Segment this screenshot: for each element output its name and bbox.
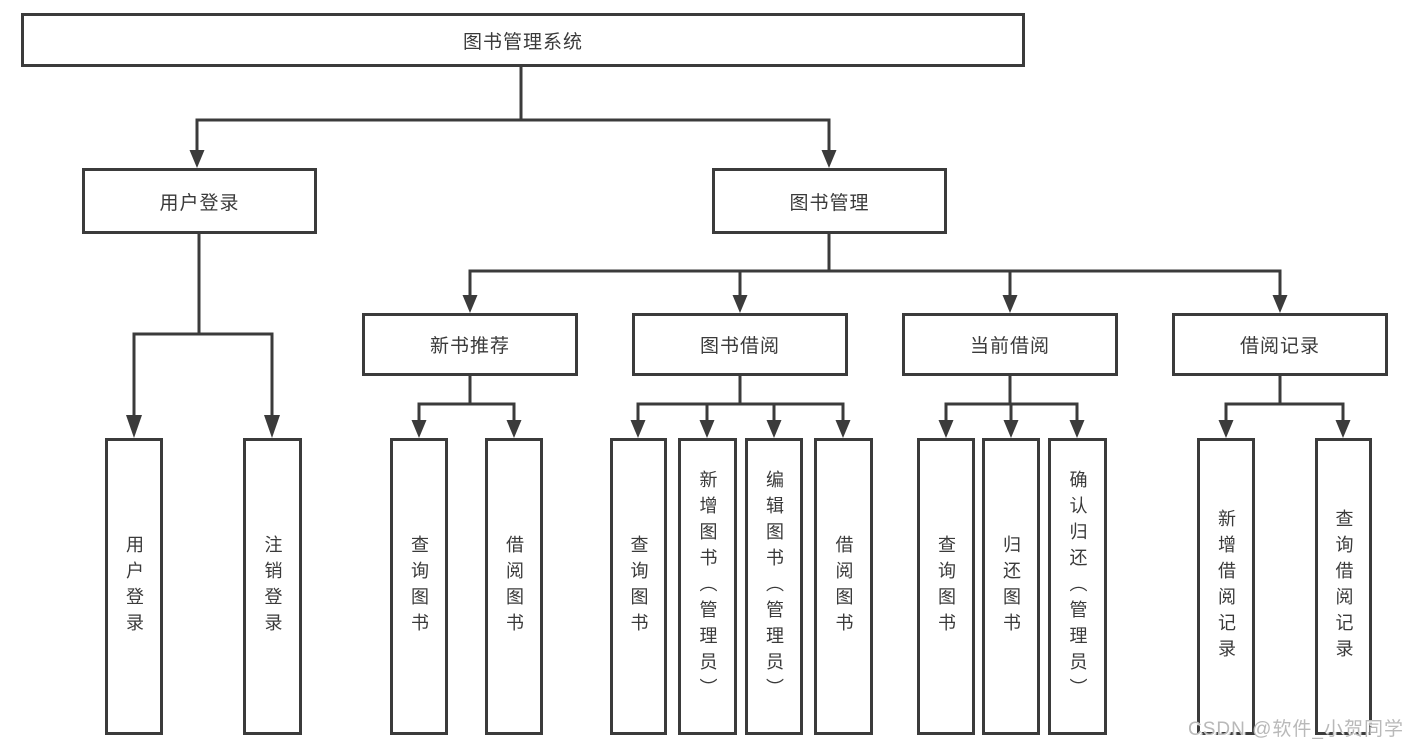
node-label: 查询图书 bbox=[936, 534, 956, 639]
node-label: 确认归还（管理员） bbox=[1067, 469, 1088, 704]
node-label: 新增借阅记录 bbox=[1216, 508, 1236, 665]
node-book-borrowing: 图书借阅 bbox=[632, 313, 848, 376]
node-label: 查询图书 bbox=[409, 534, 429, 639]
node-leaf-confirm-return-admin: 确认归还（管理员） bbox=[1048, 438, 1107, 735]
node-label: 借阅图书 bbox=[504, 534, 524, 639]
node-label: 查询借阅记录 bbox=[1333, 508, 1354, 665]
node-label: 查询图书 bbox=[628, 534, 649, 639]
csdn-watermark: CSDN @软件_小贺同学 bbox=[1188, 719, 1404, 740]
node-leaf-user-login: 用户登录 bbox=[105, 438, 163, 735]
node-new-book-recommendation: 新书推荐 bbox=[362, 313, 578, 376]
node-leaf-borrow-books: 借阅图书 bbox=[814, 438, 873, 735]
node-leaf-query-borrow-record: 查询借阅记录 bbox=[1315, 438, 1372, 735]
node-user-login: 用户登录 bbox=[82, 168, 317, 234]
node-leaf-add-borrow-record: 新增借阅记录 bbox=[1197, 438, 1255, 735]
node-leaf-query-books-recommend: 查询图书 bbox=[390, 438, 448, 735]
arrowheads bbox=[126, 150, 1351, 438]
node-leaf-return-books: 归还图书 bbox=[982, 438, 1040, 735]
node-leaf-edit-books-admin: 编辑图书（管理员） bbox=[745, 438, 803, 735]
node-label: 归还图书 bbox=[1001, 534, 1021, 639]
node-book-management: 图书管理 bbox=[712, 168, 947, 234]
node-leaf-logout: 注销登录 bbox=[243, 438, 302, 735]
node-label: 注销登录 bbox=[262, 534, 283, 639]
node-borrowing-records: 借阅记录 bbox=[1172, 313, 1388, 376]
node-leaf-add-books-admin: 新增图书（管理员） bbox=[678, 438, 737, 735]
node-label: 借阅图书 bbox=[833, 534, 854, 639]
node-leaf-query-books-current: 查询图书 bbox=[917, 438, 975, 735]
node-leaf-borrow-books-recommend: 借阅图书 bbox=[485, 438, 543, 735]
node-label: 用户登录 bbox=[124, 534, 144, 639]
node-current-borrowing: 当前借阅 bbox=[902, 313, 1118, 376]
node-leaf-query-books-borrow: 查询图书 bbox=[610, 438, 667, 735]
node-label: 编辑图书（管理员） bbox=[764, 469, 784, 704]
node-library-management-system: 图书管理系统 bbox=[21, 13, 1025, 67]
node-label: 新增图书（管理员） bbox=[697, 469, 718, 704]
